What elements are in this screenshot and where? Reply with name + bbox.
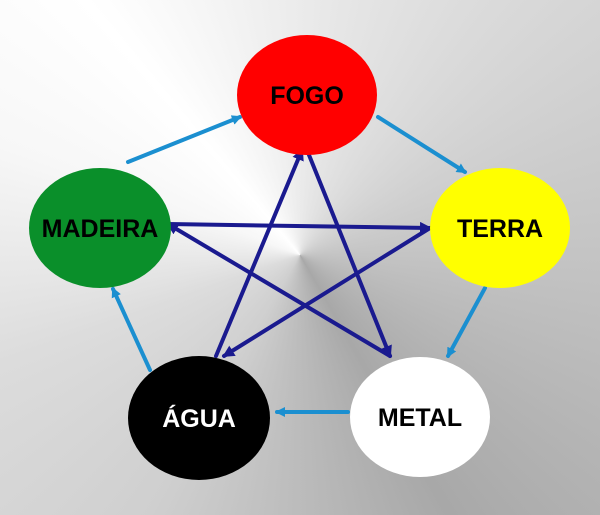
node-metal: METAL <box>350 357 490 477</box>
cycle-arrow-terra-to-metal <box>446 286 487 358</box>
node-madeira-label: MADEIRA <box>42 215 159 243</box>
star-arrow-metal-to-madeira <box>166 222 392 358</box>
star-arrow-terra-to-agua <box>222 226 432 358</box>
star-arrow-agua-to-fogo <box>214 148 304 358</box>
cycle-arrow-madeira-to-fogo <box>126 115 242 164</box>
node-metal-label: METAL <box>378 404 462 432</box>
arrows-layer <box>111 115 487 417</box>
node-terra: TERRA <box>430 168 570 288</box>
node-fogo: FOGO <box>237 35 377 155</box>
star-arrow-fogo-to-metal <box>305 148 392 358</box>
cycle-arrow-agua-to-madeira <box>111 287 152 372</box>
node-terra-label: TERRA <box>457 215 543 243</box>
node-agua: ÁGUA <box>128 356 270 480</box>
node-madeira: MADEIRA <box>29 168 171 288</box>
cycle-arrow-fogo-to-terra <box>376 115 467 174</box>
node-agua-label: ÁGUA <box>162 404 236 433</box>
star-arrow-madeira-to-terra <box>166 221 432 234</box>
node-fogo-label: FOGO <box>270 82 344 110</box>
